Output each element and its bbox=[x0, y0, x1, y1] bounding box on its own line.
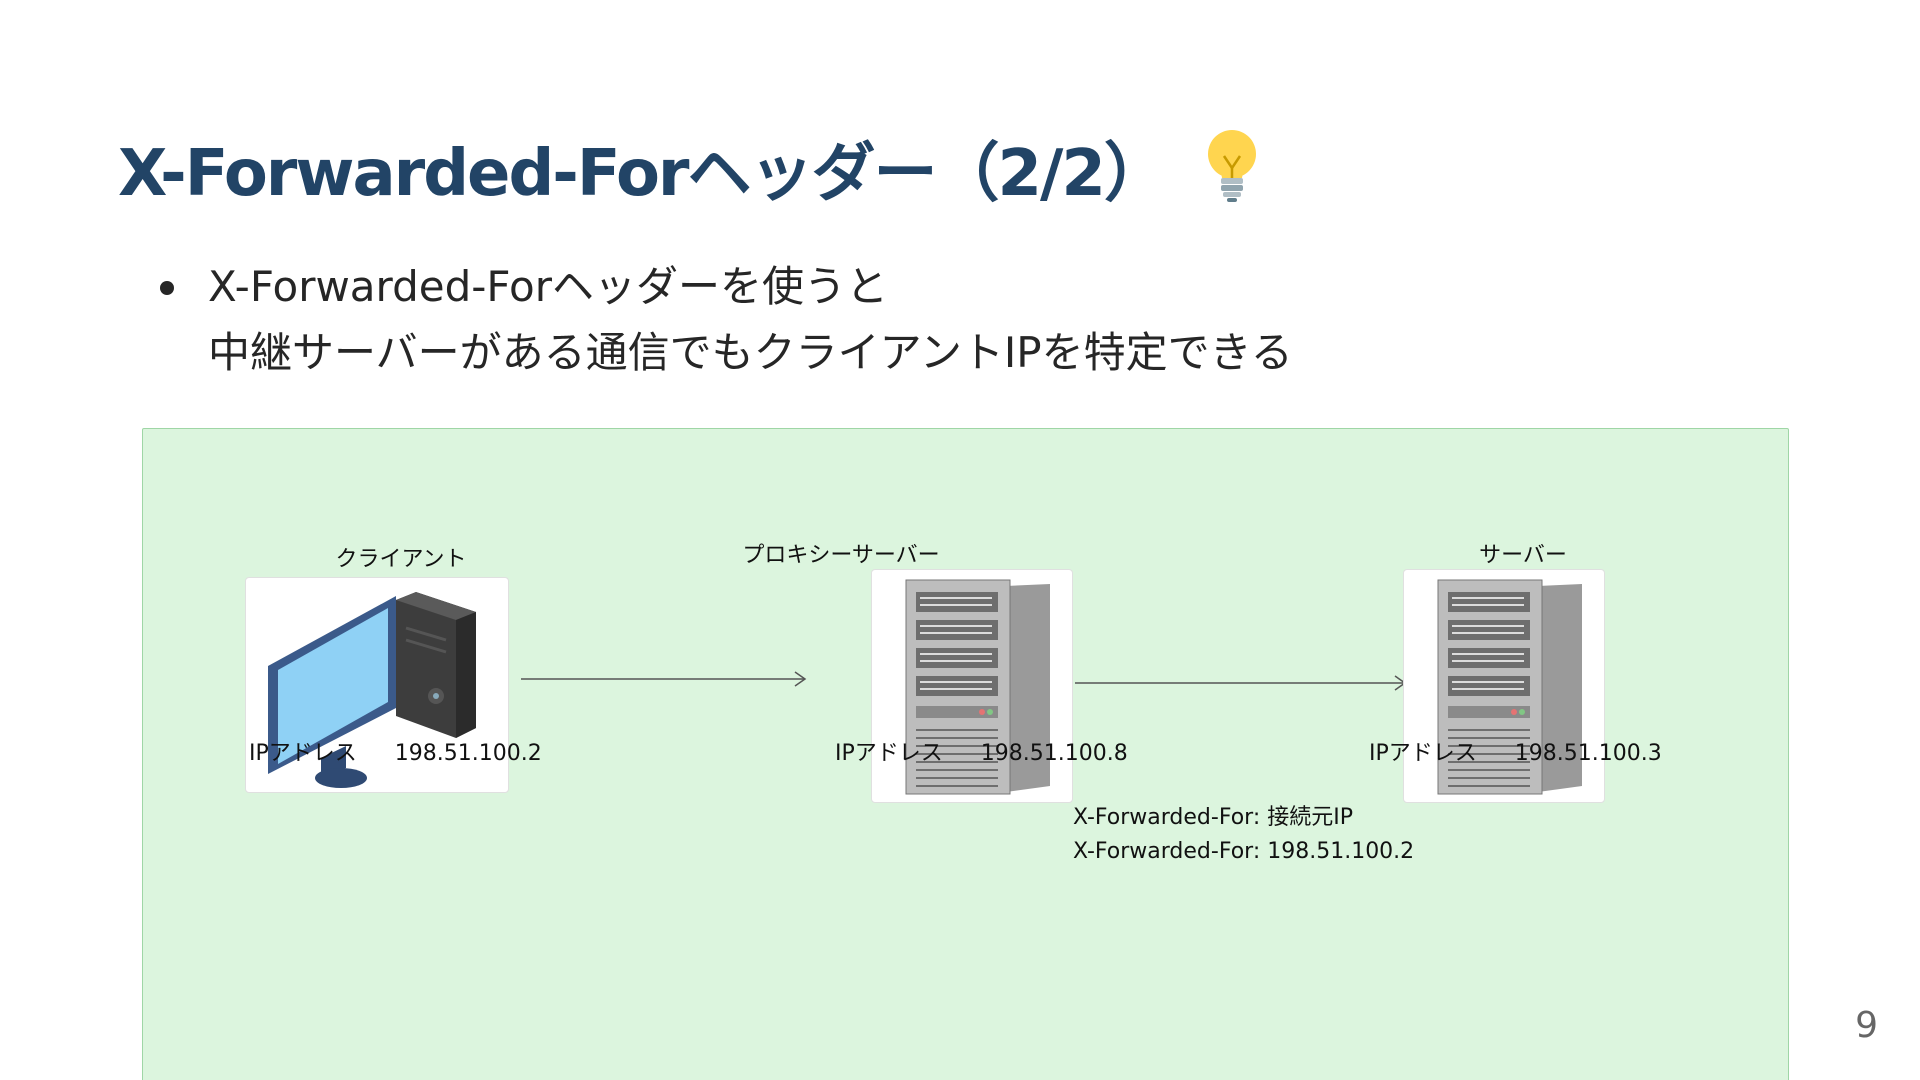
bullet-dot bbox=[160, 281, 174, 295]
server-ip-label: IPアドレス bbox=[1369, 741, 1477, 766]
server-node bbox=[1403, 569, 1605, 803]
client-node bbox=[245, 577, 509, 793]
bullet-line-1: X-Forwarded-Forヘッダーを使うと bbox=[208, 262, 889, 311]
server-ip-value: 198.51.100.3 bbox=[1514, 741, 1662, 766]
xff-line-2: X-Forwarded-For: 198.51.100.2 bbox=[1073, 839, 1415, 864]
server-label: サーバー bbox=[1479, 543, 1567, 568]
slide-title-text: X-Forwarded-Forヘッダー（2/2） bbox=[118, 137, 1168, 211]
xff-annotation: X-Forwarded-For: 接続元IP X-Forwarded-For: … bbox=[1073, 801, 1414, 869]
proxy-ip-row: IPアドレス 198.51.100.8 bbox=[835, 735, 1128, 767]
desktop-computer-icon bbox=[268, 592, 476, 788]
slide-title: X-Forwarded-Forヘッダー（2/2） bbox=[118, 118, 1262, 218]
light-bulb-icon bbox=[1202, 126, 1262, 206]
network-diagram: クライアント IPアドレス 198.51.100.2 プロキシーサーバー bbox=[142, 428, 1789, 1080]
page-number: 9 bbox=[1855, 1005, 1878, 1046]
server-tower-icon bbox=[1437, 579, 1582, 795]
proxy-label: プロキシーサーバー bbox=[742, 543, 940, 568]
bullet-line-2: 中継サーバーがある通信でもクライアントIPを特定できる bbox=[208, 328, 1293, 377]
client-ip-row: IPアドレス 198.51.100.2 bbox=[249, 735, 542, 767]
arrow-client-to-proxy bbox=[521, 671, 807, 687]
proxy-node bbox=[871, 569, 1073, 803]
proxy-ip-value: 198.51.100.8 bbox=[980, 741, 1128, 766]
server-tower-icon bbox=[905, 579, 1050, 795]
proxy-ip-label: IPアドレス bbox=[835, 741, 943, 766]
client-ip-label: IPアドレス bbox=[249, 741, 357, 766]
server-ip-row: IPアドレス 198.51.100.3 bbox=[1369, 735, 1662, 767]
client-ip-value: 198.51.100.2 bbox=[394, 741, 542, 766]
client-label: クライアント bbox=[335, 547, 467, 572]
arrow-proxy-to-server bbox=[1075, 675, 1407, 691]
xff-line-1: X-Forwarded-For: 接続元IP bbox=[1073, 805, 1353, 830]
bullet-item: X-Forwarded-Forヘッダーを使うと 中継サーバーがある通信でもクライ… bbox=[160, 254, 1293, 386]
